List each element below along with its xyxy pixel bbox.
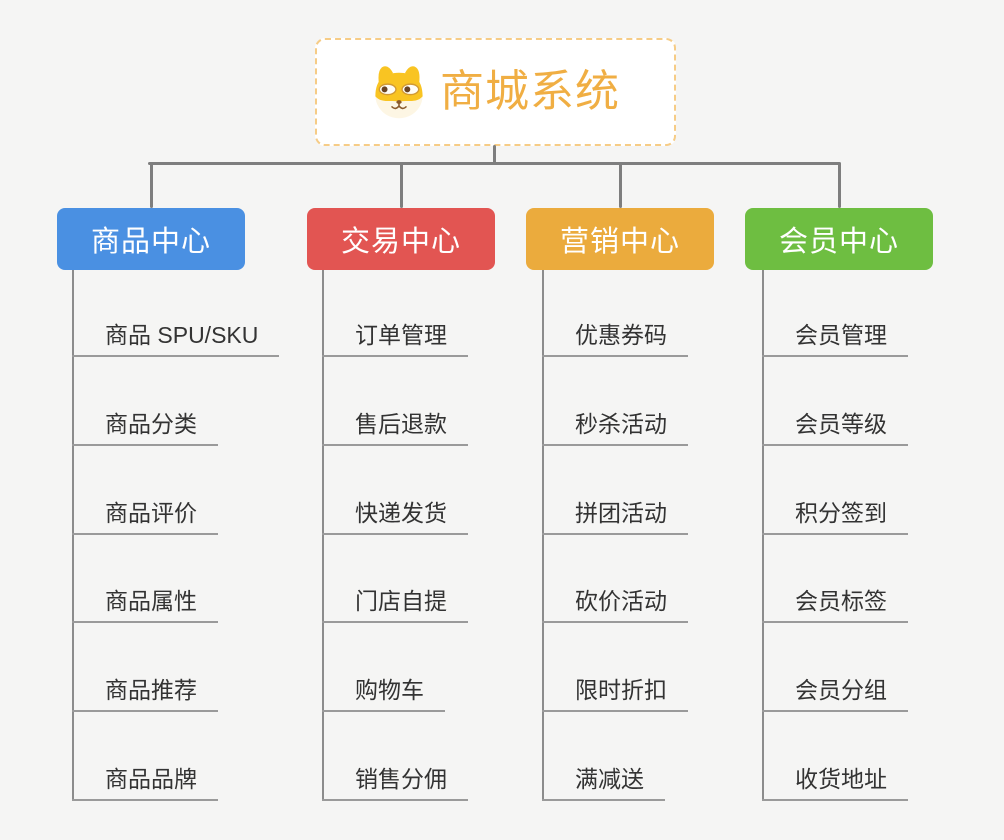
branch-child-line [322,270,324,801]
leaf-node[interactable]: 售后退款 [322,400,468,446]
root-node[interactable]: 商城系统 [315,38,676,146]
connector-branch-drop [400,162,403,208]
leaf-node[interactable]: 会员分组 [762,666,908,712]
branch-node[interactable]: 商品中心 [57,208,245,270]
connector-bus [148,162,840,165]
root-title: 商城系统 [440,67,620,116]
leaf-node[interactable]: 会员等级 [762,400,908,446]
leaf-node[interactable]: 订单管理 [322,311,468,357]
leaf-node[interactable]: 购物车 [322,666,445,712]
leaf-node[interactable]: 优惠券码 [542,311,688,357]
leaf-node[interactable]: 会员标签 [762,577,908,623]
leaf-node[interactable]: 商品 SPU/SKU [72,311,280,357]
leaf-node[interactable]: 满减送 [542,755,665,801]
leaf-node[interactable]: 商品推荐 [72,666,218,712]
branch-child-line [762,270,764,801]
leaf-node[interactable]: 门店自提 [322,577,468,623]
connector-branch-drop [150,162,153,208]
connector-branch-drop [838,162,841,208]
leaf-node[interactable]: 商品评价 [72,489,218,535]
leaf-node[interactable]: 限时折扣 [542,666,688,712]
leaf-node[interactable]: 会员管理 [762,311,908,357]
leaf-node[interactable]: 拼团活动 [542,489,688,535]
leaf-node[interactable]: 收货地址 [762,755,908,801]
shiba-dog-icon [375,66,423,119]
leaf-node[interactable]: 商品属性 [72,577,218,623]
leaf-node[interactable]: 秒杀活动 [542,400,688,446]
leaf-node[interactable]: 积分签到 [762,489,908,535]
branch-child-line [72,270,74,801]
branch-node[interactable]: 交易中心 [307,208,495,270]
branch-node[interactable]: 营销中心 [526,208,714,270]
connector-root-drop [493,145,496,164]
leaf-node[interactable]: 快递发货 [322,489,468,535]
leaf-node[interactable]: 砍价活动 [542,577,688,623]
branch-child-line [542,270,544,801]
leaf-node[interactable]: 销售分佣 [322,755,468,801]
branch-node[interactable]: 会员中心 [745,208,933,270]
connector-branch-drop [619,162,622,208]
leaf-node[interactable]: 商品分类 [72,400,218,446]
leaf-node[interactable]: 商品品牌 [72,755,218,801]
